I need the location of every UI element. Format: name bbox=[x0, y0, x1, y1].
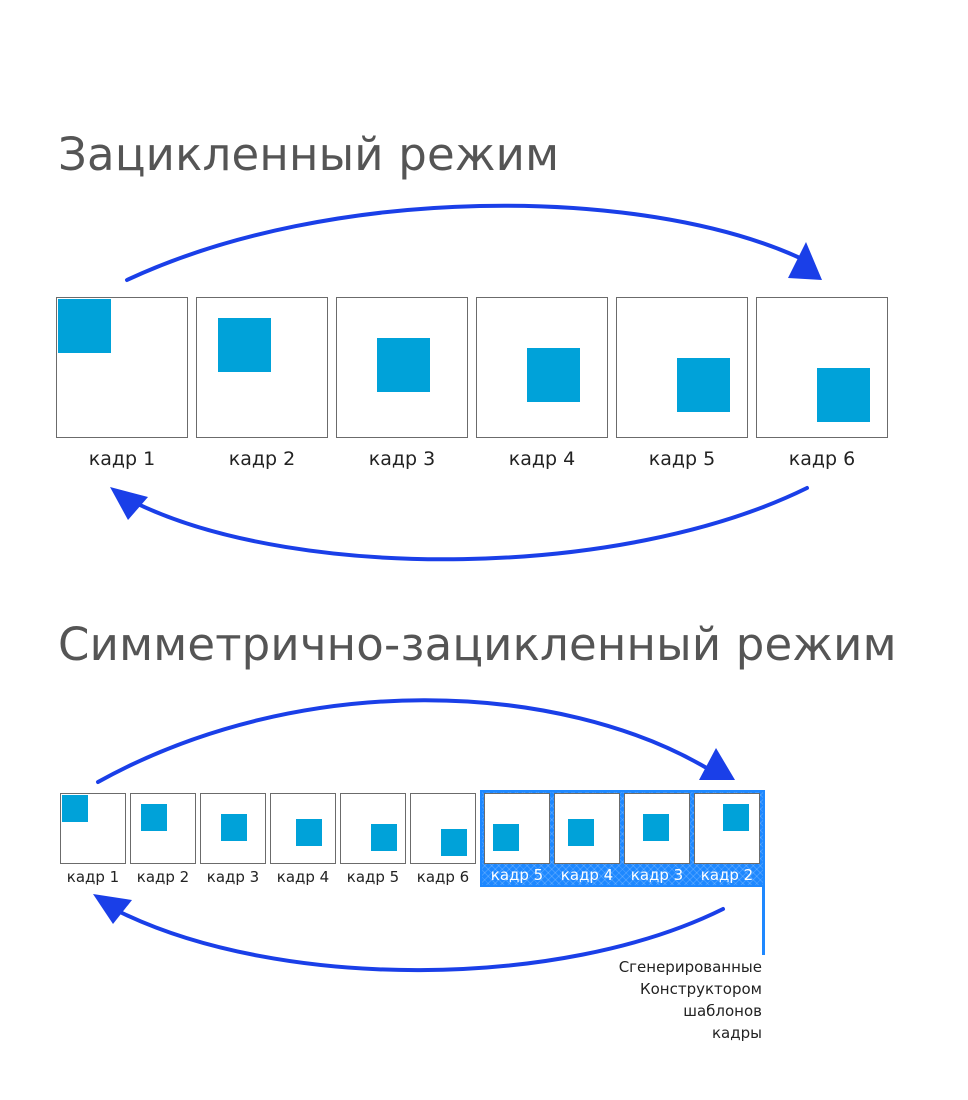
loop-frame-label: кадр 3 bbox=[368, 448, 436, 470]
moving-square bbox=[643, 814, 669, 841]
generated-frame-label: кадр 4 bbox=[560, 866, 614, 884]
loop-frame-4 bbox=[476, 297, 608, 438]
generated-note-line: Конструктором bbox=[639, 980, 762, 998]
loop-frame-label: кадр 5 bbox=[648, 448, 716, 470]
symmetric-frame-1 bbox=[60, 793, 126, 864]
moving-square bbox=[568, 819, 594, 846]
symmetric-frame-label: кадр 2 bbox=[136, 868, 190, 886]
loop-frame-label: кадр 4 bbox=[508, 448, 576, 470]
symmetric-loop-mode-title: Симметрично-зацикленный режим bbox=[58, 618, 897, 671]
symmetric-forward-arc-arrow bbox=[96, 698, 712, 784]
moving-square bbox=[723, 804, 749, 831]
generated-note-line: шаблонов bbox=[683, 1002, 762, 1020]
symmetric-forward-arrowhead-icon bbox=[699, 748, 735, 780]
symmetric-frame-4 bbox=[270, 793, 336, 864]
return-arrowhead-icon bbox=[110, 487, 148, 520]
moving-square bbox=[441, 829, 467, 856]
generated-note-line: Сгенерированные bbox=[618, 958, 762, 976]
moving-square bbox=[58, 299, 111, 353]
symmetric-frame-2 bbox=[130, 793, 196, 864]
symmetric-frame-label: кадр 5 bbox=[346, 868, 400, 886]
symmetric-frame-label: кадр 1 bbox=[66, 868, 120, 886]
loop-frame-1 bbox=[56, 297, 188, 438]
generated-frame-5 bbox=[484, 793, 550, 864]
generated-frames-callout-line bbox=[762, 887, 765, 955]
moving-square bbox=[296, 819, 322, 846]
loop-frame-label: кадр 1 bbox=[88, 448, 156, 470]
forward-arc-arrow bbox=[125, 203, 802, 282]
forward-arrowhead-icon bbox=[788, 242, 822, 280]
generated-frame-3 bbox=[624, 793, 690, 864]
moving-square bbox=[493, 824, 519, 851]
moving-square bbox=[377, 338, 430, 392]
symmetric-frame-label: кадр 3 bbox=[206, 868, 260, 886]
symmetric-frame-label: кадр 6 bbox=[416, 868, 470, 886]
loop-frame-2 bbox=[196, 297, 328, 438]
symmetric-frame-label: кадр 4 bbox=[276, 868, 330, 886]
symmetric-frame-5 bbox=[340, 793, 406, 864]
moving-square bbox=[221, 814, 247, 841]
symmetric-frame-3 bbox=[200, 793, 266, 864]
loop-frame-label: кадр 2 bbox=[228, 448, 296, 470]
symmetric-return-arrowhead-icon bbox=[93, 894, 132, 924]
loop-frame-label: кадр 6 bbox=[788, 448, 856, 470]
generated-frame-2 bbox=[694, 793, 760, 864]
generated-frame-label: кадр 5 bbox=[490, 866, 544, 884]
moving-square bbox=[817, 368, 870, 422]
symmetric-return-arc-arrow bbox=[118, 907, 725, 973]
loop-frame-6 bbox=[756, 297, 888, 438]
return-arc-arrow bbox=[138, 486, 809, 562]
symmetric-frame-6 bbox=[410, 793, 476, 864]
moving-square bbox=[141, 804, 167, 831]
moving-square bbox=[527, 348, 580, 402]
generated-frame-4 bbox=[554, 793, 620, 864]
loop-mode-title: Зацикленный режим bbox=[58, 128, 560, 181]
loop-frame-5 bbox=[616, 297, 748, 438]
moving-square bbox=[677, 358, 730, 412]
moving-square bbox=[218, 318, 271, 372]
generated-frame-label: кадр 3 bbox=[630, 866, 684, 884]
generated-frame-label: кадр 2 bbox=[700, 866, 754, 884]
generated-frames-note: Сгенерированные Конструктором шаблонов к… bbox=[562, 956, 762, 1044]
loop-frame-3 bbox=[336, 297, 468, 438]
moving-square bbox=[62, 795, 88, 822]
generated-note-line: кадры bbox=[712, 1024, 762, 1042]
moving-square bbox=[371, 824, 397, 851]
